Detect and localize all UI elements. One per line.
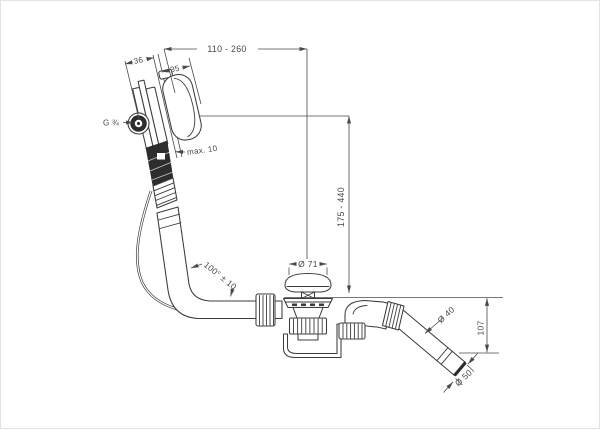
dim-wall-thickness: max. 10 [186, 144, 218, 157]
dim-thread-size: G ¾ [103, 119, 119, 128]
dim-hose-angle: 100° ± 10 [202, 259, 239, 291]
plug-dome [285, 274, 331, 293]
dim-waste-diameter: Ø 71 [298, 259, 318, 269]
waste-nut [290, 318, 327, 334]
strainer-flange [284, 299, 333, 308]
pipe-union-nut [256, 294, 275, 326]
dim-outlet-pipe-diameter: Ø 40 [435, 304, 456, 325]
dim-top-width: 110 - 260 [207, 44, 246, 54]
dim-front-depth: 35 [169, 64, 180, 75]
dim-height-range: 175 - 440 [336, 187, 346, 227]
tray-union-nut [339, 323, 365, 339]
waste-drain-assembly [284, 274, 342, 358]
dim-behind-depth: 36 [133, 55, 144, 66]
dim-outlet-drop-height: 107 [476, 320, 486, 335]
overflow-down-pipe [157, 207, 282, 326]
diagonal-pipe [392, 310, 466, 376]
